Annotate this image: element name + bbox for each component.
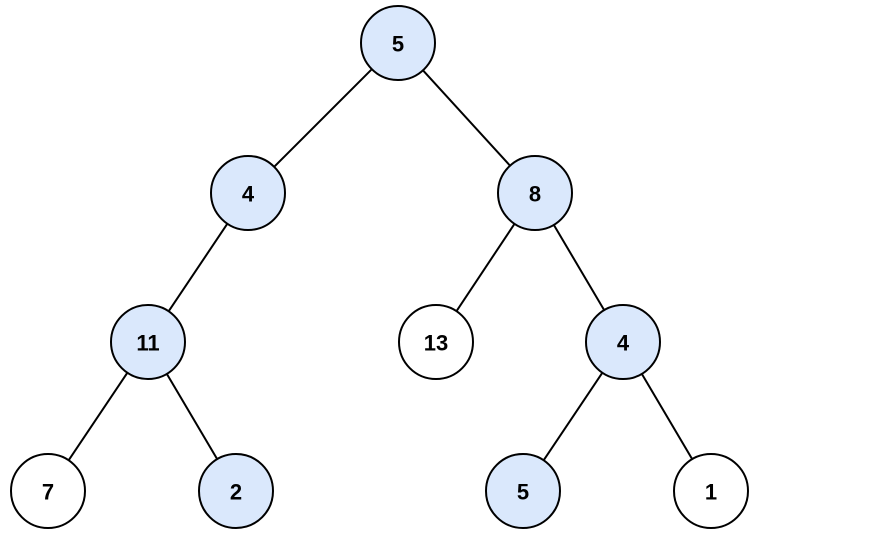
tree-node-value: 4 xyxy=(617,331,630,356)
tree-edge-n1-n2 xyxy=(273,68,373,168)
tree-node-value: 5 xyxy=(392,32,404,57)
tree-node-circle xyxy=(673,453,749,529)
tree-node: 7 xyxy=(10,453,86,529)
tree-node-value: 7 xyxy=(42,480,54,505)
tree-edge-n3-n6 xyxy=(552,224,606,311)
tree-node: 8 xyxy=(497,155,573,231)
tree-node-circle xyxy=(585,304,661,380)
tree-edge-n3-n5 xyxy=(455,223,516,312)
tree-node-value: 4 xyxy=(242,182,255,207)
tree-node-circle xyxy=(497,155,573,231)
tree-node: 1 xyxy=(673,453,749,529)
tree-nodes: 5 4 8 11 13 4 7 2 5 1 xyxy=(10,5,749,529)
tree-node-value: 1 xyxy=(705,480,717,505)
tree-node: 2 xyxy=(198,453,274,529)
tree-node-value: 8 xyxy=(529,182,541,207)
tree-node-circle xyxy=(210,155,286,231)
tree-edge-n4-n8 xyxy=(165,373,219,460)
tree-edge-n6-n10 xyxy=(640,373,694,460)
tree-node-value: 2 xyxy=(230,480,242,505)
tree-node: 5 xyxy=(485,453,561,529)
tree-edge-n2-n4 xyxy=(167,223,229,312)
tree-node: 5 xyxy=(360,5,436,81)
tree-node-circle xyxy=(485,453,561,529)
tree-node-circle xyxy=(398,304,474,380)
tree-edge-n1-n3 xyxy=(422,69,511,167)
tree-node: 13 xyxy=(398,304,474,380)
tree-node-value: 5 xyxy=(517,480,529,505)
tree-node: 4 xyxy=(585,304,661,380)
tree-node-circle xyxy=(110,304,186,380)
tree-edges xyxy=(67,68,694,461)
tree-node-circle xyxy=(198,453,274,529)
tree-node-circle xyxy=(360,5,436,81)
tree-node-circle xyxy=(10,453,86,529)
tree-edge-n6-n9 xyxy=(542,372,604,461)
tree-node: 11 xyxy=(110,304,186,380)
tree-node-value: 11 xyxy=(136,331,159,356)
tree-node-value: 13 xyxy=(424,331,448,356)
tree-node: 4 xyxy=(210,155,286,231)
tree-edge-n4-n7 xyxy=(67,372,129,461)
